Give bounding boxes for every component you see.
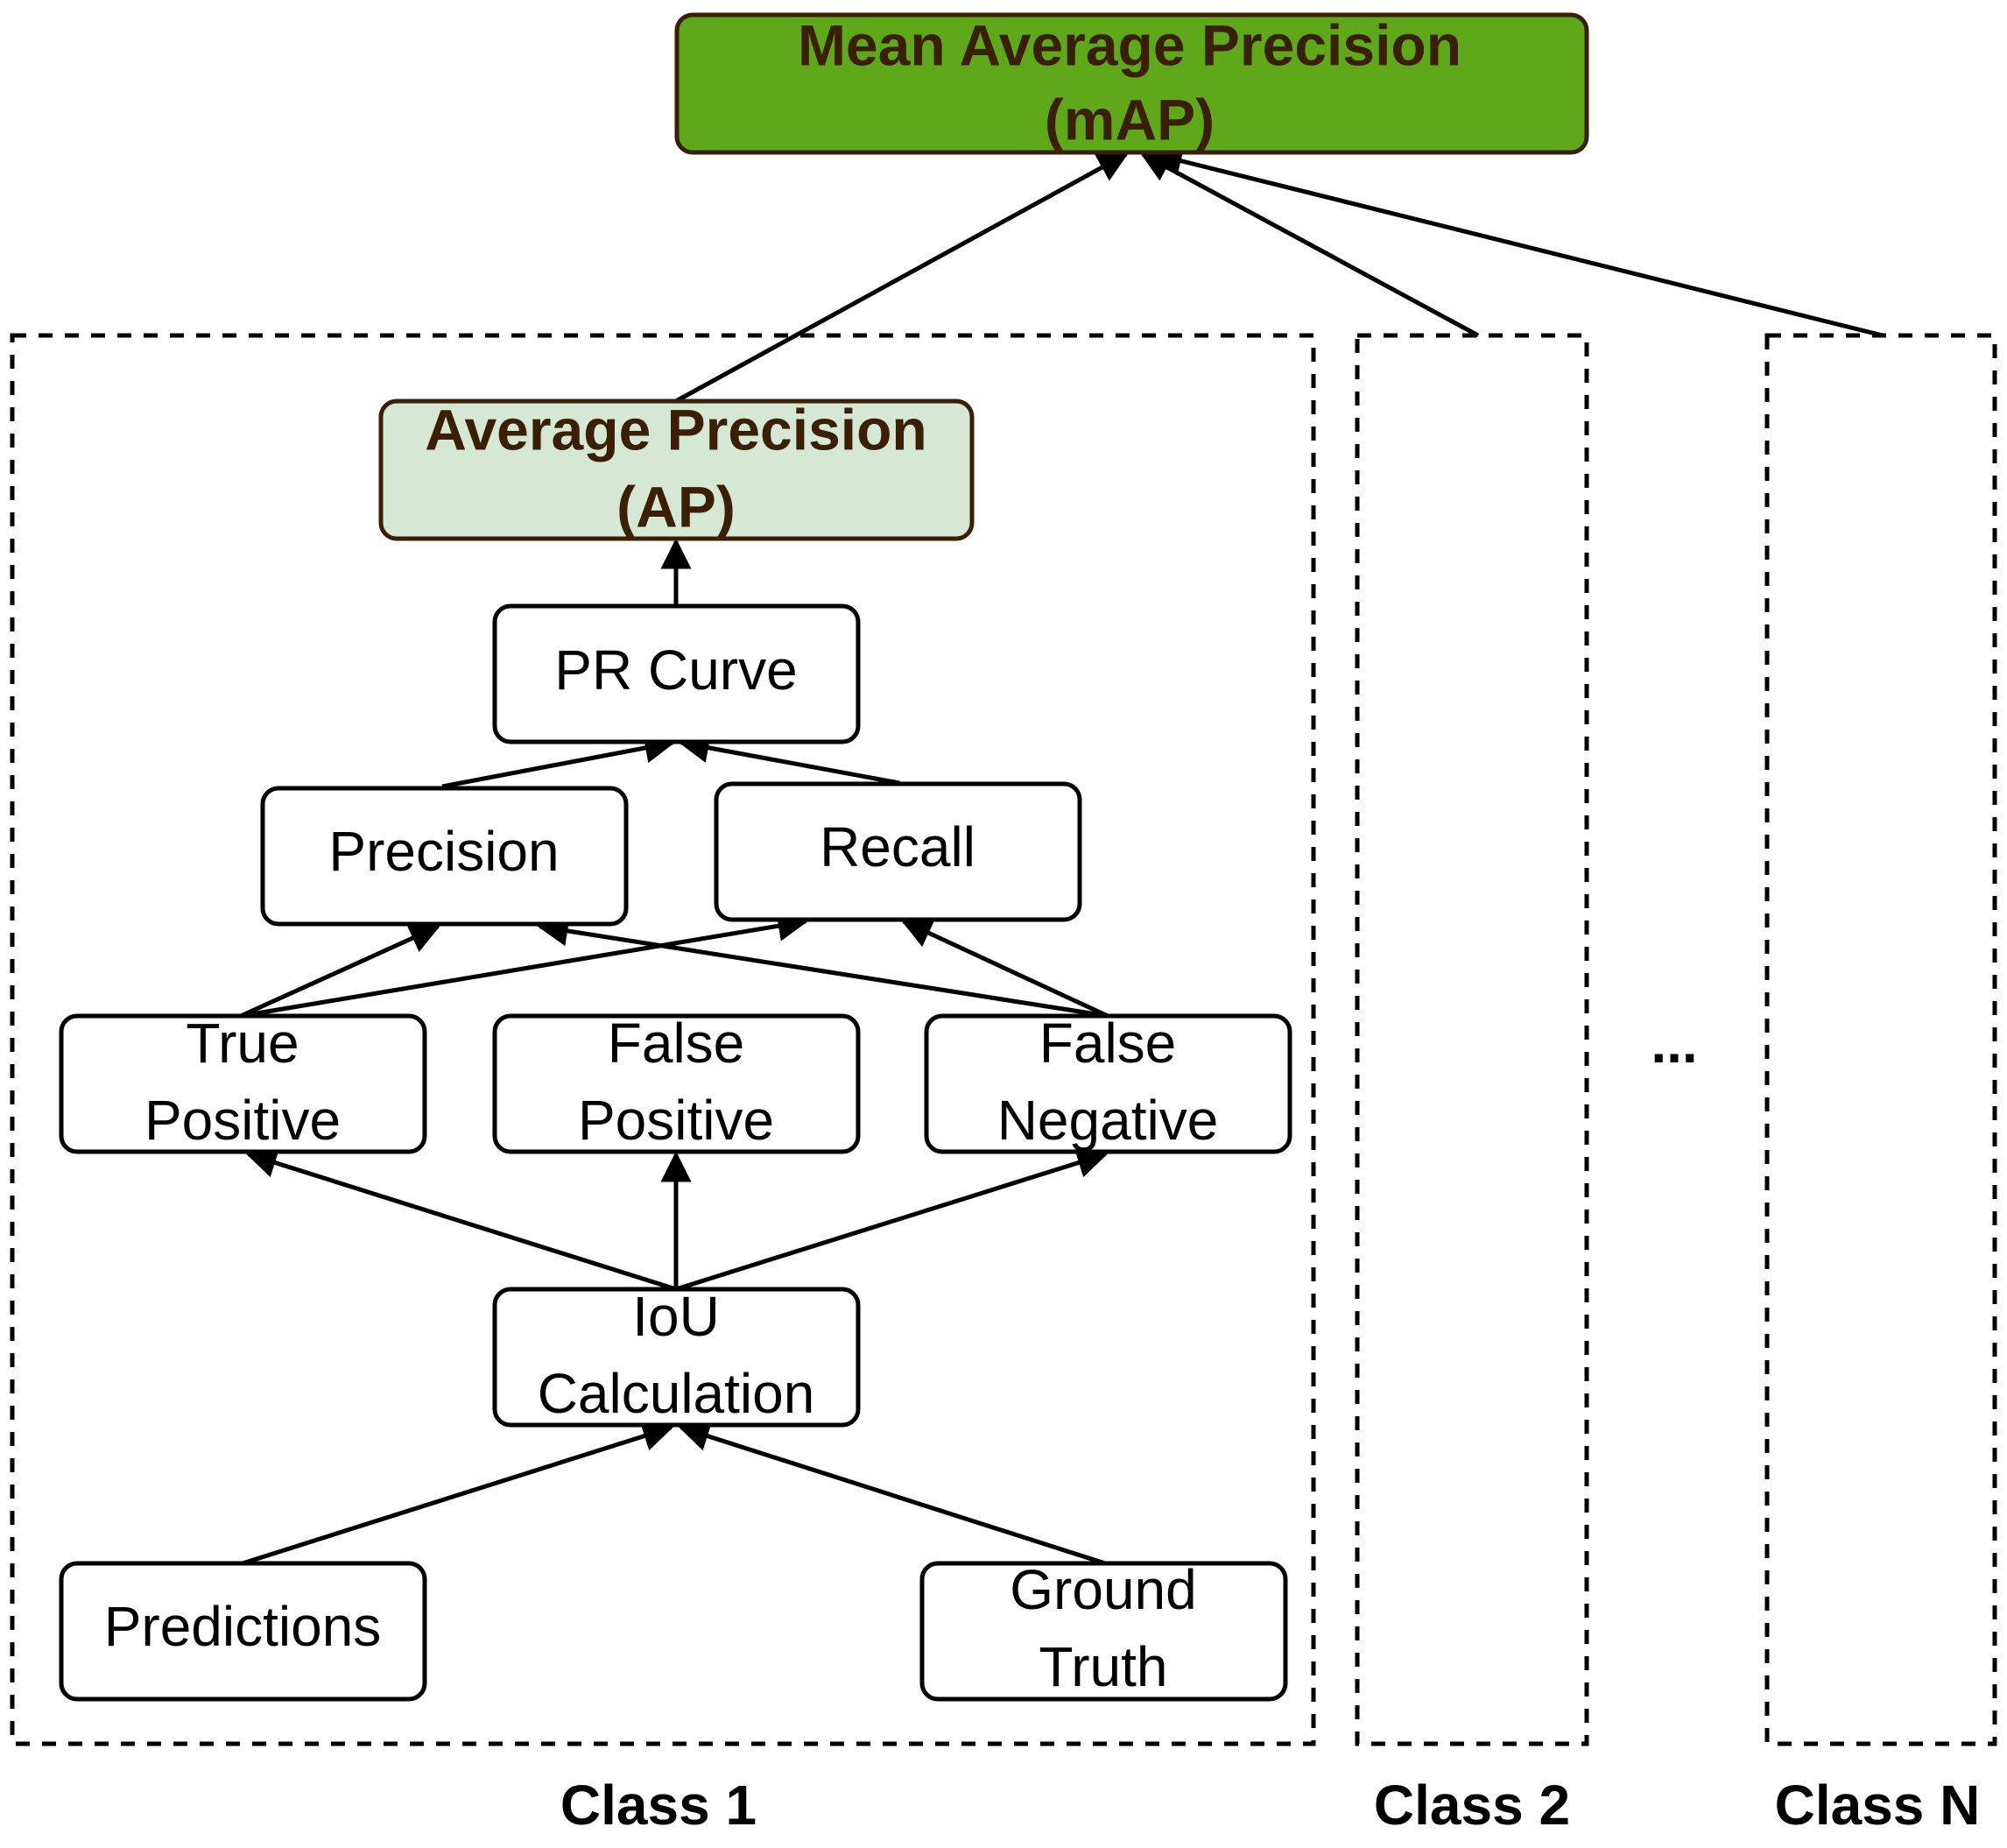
false-negative-node: False Negative [924,1012,1292,1154]
true-positive-box [59,1013,427,1154]
predictions-box [59,1561,427,1702]
edges [239,145,1884,1566]
map-box [674,12,1589,155]
false-negative-line1: False [1039,1012,1177,1075]
ground-truth-box [919,1561,1288,1702]
precision-box [260,786,629,927]
false-positive-box [492,1013,861,1154]
ap-label-line1: Average Precision [425,397,927,462]
false-negative-line2: Negative [997,1089,1219,1152]
class-2-label: Class 2 [1374,1774,1570,1837]
predictions-node: Predictions [59,1561,427,1702]
class-1-label: Class 1 [560,1774,757,1837]
pr-curve-label: PR Curve [554,638,797,702]
ap-label-line2: (AP) [616,474,736,539]
false-positive-node: False Positive [492,1012,861,1154]
edge-iou-to-fn [675,1147,1109,1292]
map-label-line1: Mean Average Precision [798,12,1461,77]
pr-curve-node: PR Curve [492,603,861,744]
precision-label: Precision [328,820,559,883]
recall-node: Recall [714,781,1082,922]
edge-recall-to-pr [678,732,900,786]
ap-box [378,399,975,541]
false-positive-line2: Positive [578,1089,774,1152]
false-negative-box [924,1013,1292,1154]
map-label-line2: (mAP) [1045,87,1215,152]
ground-truth-node: Ground Truth [919,1558,1288,1702]
edge-ap-to-map [674,152,1130,404]
iou-box [492,1287,861,1428]
iou-node: IoU Calculation [492,1285,861,1428]
edge-groundtruth-to-iou [678,1421,1106,1566]
true-positive-line1: True [186,1012,299,1075]
edge-fn-to-recall [900,919,1109,1019]
edge-predictions-to-iou [242,1421,674,1566]
iou-line2: Calculation [538,1362,815,1425]
edge-fn-to-precision [537,915,1109,1019]
edge-tp-to-recall [240,910,809,1019]
ap-node: Average Precision (AP) [378,397,975,541]
ground-truth-line2: Truth [1039,1635,1168,1698]
ground-truth-line1: Ground [1010,1558,1196,1621]
edge-class2-to-map [1139,152,1480,338]
edge-classn-to-map [1151,145,1884,338]
true-positive-node: True Positive [59,1012,427,1154]
true-positive-line2: Positive [144,1089,341,1152]
class-n-container [1764,333,1997,1746]
ellipsis-label: ... [1651,1012,1697,1075]
predictions-label: Predictions [104,1595,382,1658]
edge-iou-to-tp [245,1147,677,1292]
recall-label: Recall [820,815,975,878]
class-1-container [10,333,1316,1746]
false-positive-line1: False [608,1012,745,1075]
recall-box [714,781,1082,922]
edge-precision-to-pr [441,732,676,789]
class-2-container [1355,333,1589,1746]
pr-curve-box [492,603,861,744]
class-n-label: Class N [1775,1774,1981,1837]
precision-node: Precision [260,786,629,927]
iou-line1: IoU [632,1285,720,1348]
map-node: Mean Average Precision (mAP) [674,12,1589,155]
edge-tp-to-precision [239,924,441,1019]
